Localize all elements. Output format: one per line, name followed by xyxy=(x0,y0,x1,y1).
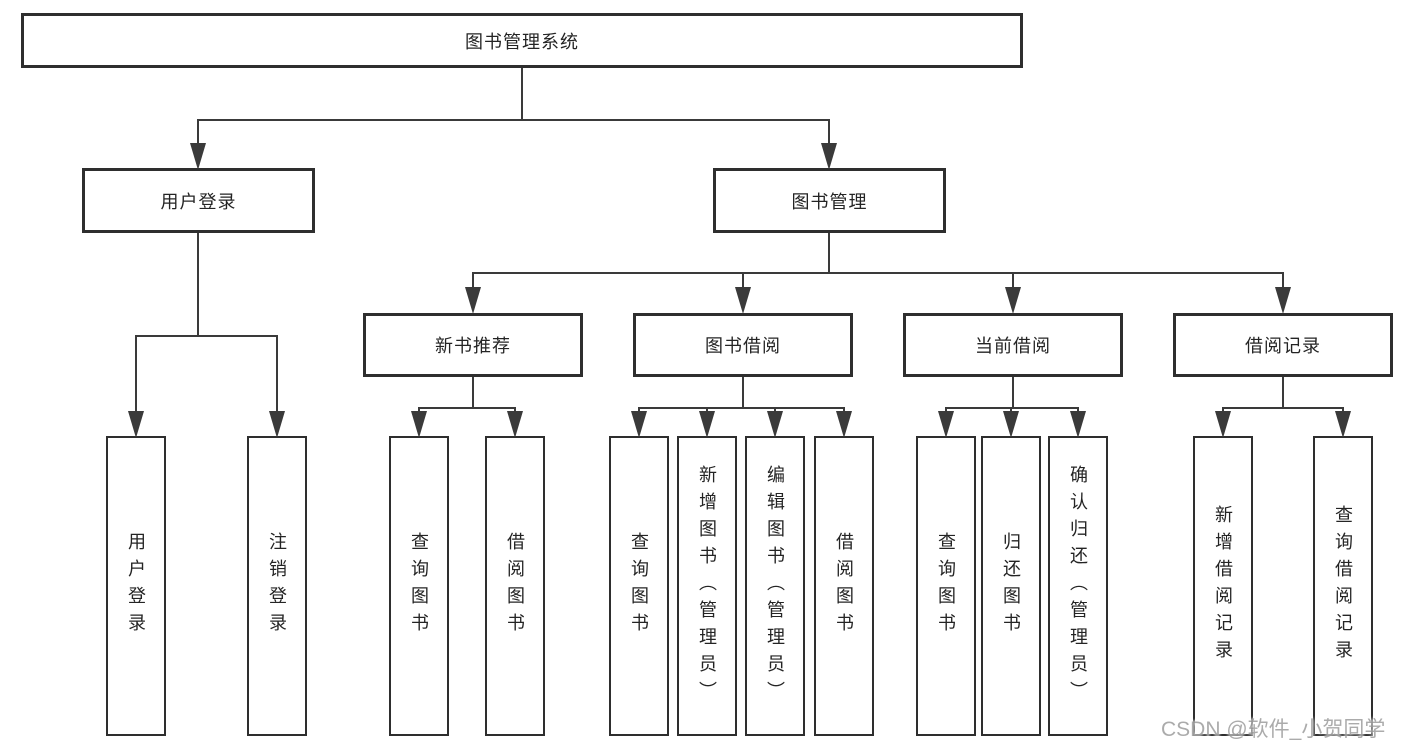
connector-line xyxy=(418,407,420,413)
connector-line xyxy=(1342,407,1344,413)
leaf-add-borrow-record: 新增借阅记录 xyxy=(1193,436,1253,736)
connector-line xyxy=(1282,377,1284,408)
connector-line xyxy=(1282,272,1284,289)
connector-line xyxy=(472,377,474,408)
arrow-down-icon xyxy=(507,411,523,438)
arrow-down-icon xyxy=(821,143,837,170)
node-current-borrowing: 当前借阅 xyxy=(903,313,1123,377)
leaf-user-login: 用户登录 xyxy=(106,436,166,736)
node-label: 借阅记录 xyxy=(1245,336,1321,356)
arrow-down-icon xyxy=(631,411,647,438)
node-new-book-recommendation: 新书推荐 xyxy=(363,313,583,377)
leaf-label: 新增图书（管理员） xyxy=(697,464,717,708)
arrow-down-icon xyxy=(1005,287,1021,314)
leaf-logout: 注销登录 xyxy=(247,436,307,736)
connector-line xyxy=(472,272,474,289)
leaf-query-borrow-record: 查询借阅记录 xyxy=(1313,436,1373,736)
connector-line xyxy=(197,119,830,121)
connector-line xyxy=(638,407,845,409)
connector-line xyxy=(135,335,278,337)
arrow-down-icon xyxy=(735,287,751,314)
connector-line xyxy=(843,407,845,413)
node-label: 用户登录 xyxy=(160,191,237,212)
connector-line xyxy=(706,407,708,413)
leaf-query-books-recommend: 查询图书 xyxy=(389,436,449,736)
leaf-label: 确认归还（管理员） xyxy=(1068,464,1088,708)
node-label: 图书借阅 xyxy=(705,336,781,356)
leaf-add-book-admin: 新增图书（管理员） xyxy=(677,436,737,736)
connector-line xyxy=(521,68,523,120)
node-book-borrowing: 图书借阅 xyxy=(633,313,853,377)
arrow-down-icon xyxy=(1275,287,1291,314)
leaf-label: 归还图书 xyxy=(1001,532,1021,640)
arrow-down-icon xyxy=(1215,411,1231,438)
leaf-confirm-return-admin: 确认归还（管理员） xyxy=(1048,436,1108,736)
node-book-management: 图书管理 xyxy=(713,168,946,233)
connector-line xyxy=(276,335,278,412)
node-label: 当前借阅 xyxy=(975,336,1051,356)
connector-line xyxy=(828,233,830,274)
connector-line xyxy=(197,119,199,145)
arrow-down-icon xyxy=(269,411,285,438)
leaf-label: 查询图书 xyxy=(936,532,956,640)
leaf-edit-book-admin: 编辑图书（管理员） xyxy=(745,436,805,736)
leaf-return-books: 归还图书 xyxy=(981,436,1041,736)
connector-line xyxy=(638,407,640,413)
connector-line xyxy=(1010,407,1012,413)
connector-line xyxy=(135,335,137,412)
leaf-label: 用户登录 xyxy=(126,532,146,640)
node-user-login: 用户登录 xyxy=(82,168,315,233)
node-borrowing-records: 借阅记录 xyxy=(1173,313,1393,377)
leaf-label: 编辑图书（管理员） xyxy=(765,464,785,708)
connector-line xyxy=(1222,407,1344,409)
connector-line xyxy=(1077,407,1079,413)
connector-line xyxy=(197,233,199,336)
leaf-query-books-borrowing: 查询图书 xyxy=(609,436,669,736)
leaf-borrow-books-recommend: 借阅图书 xyxy=(485,436,545,736)
arrow-down-icon xyxy=(128,411,144,438)
connector-line xyxy=(742,272,744,289)
arrow-down-icon xyxy=(1003,411,1019,438)
leaf-label: 借阅图书 xyxy=(505,532,525,640)
connector-line xyxy=(1012,272,1014,289)
arrow-down-icon xyxy=(836,411,852,438)
arrow-down-icon xyxy=(1335,411,1351,438)
connector-line xyxy=(945,407,1079,409)
arrow-down-icon xyxy=(767,411,783,438)
arrow-down-icon xyxy=(699,411,715,438)
connector-line xyxy=(828,119,830,145)
arrow-down-icon xyxy=(190,143,206,170)
leaf-label: 查询图书 xyxy=(629,532,649,640)
node-library-management-system: 图书管理系统 xyxy=(21,13,1023,68)
leaf-query-books-current: 查询图书 xyxy=(916,436,976,736)
node-label: 图书管理 xyxy=(791,191,868,212)
leaf-label: 查询借阅记录 xyxy=(1333,505,1353,667)
arrow-down-icon xyxy=(411,411,427,438)
connector-line xyxy=(514,407,516,413)
connector-line xyxy=(418,407,516,409)
connector-line xyxy=(472,272,1284,274)
connector-line xyxy=(1222,407,1224,413)
connector-line xyxy=(774,407,776,413)
connector-line xyxy=(742,377,744,408)
arrow-down-icon xyxy=(1070,411,1086,438)
connector-line xyxy=(1012,377,1014,408)
connector-line xyxy=(945,407,947,413)
node-label: 新书推荐 xyxy=(435,336,511,356)
leaf-label: 借阅图书 xyxy=(834,532,854,640)
arrow-down-icon xyxy=(465,287,481,314)
leaf-label: 查询图书 xyxy=(409,532,429,640)
arrow-down-icon xyxy=(938,411,954,438)
node-label: 图书管理系统 xyxy=(465,31,579,52)
leaf-label: 新增借阅记录 xyxy=(1213,505,1233,667)
leaf-label: 注销登录 xyxy=(267,532,287,640)
watermark: CSDN @软件_小贺同学 xyxy=(1161,718,1386,741)
leaf-borrow-books-borrowing: 借阅图书 xyxy=(814,436,874,736)
